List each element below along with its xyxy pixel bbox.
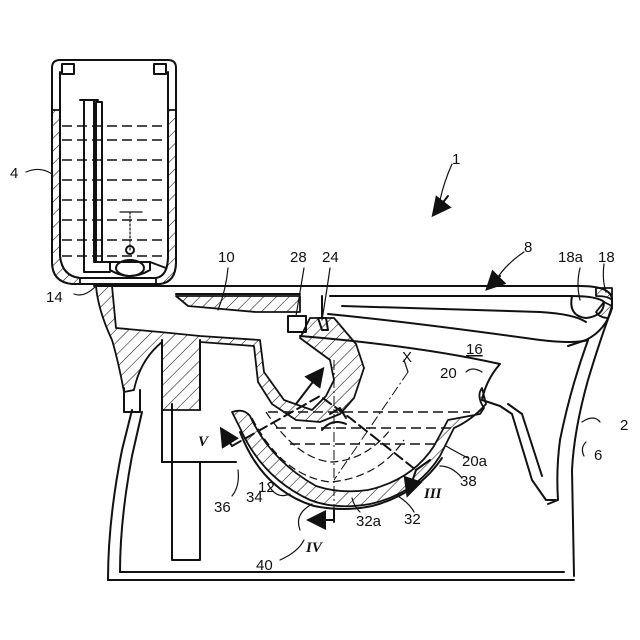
label-34: 34 xyxy=(246,489,263,506)
label-2: 2 xyxy=(620,417,628,434)
trapway-hatched-section xyxy=(96,286,486,509)
label-6: 6 xyxy=(594,447,602,464)
label-18: 18 xyxy=(598,249,615,266)
section-mark-IV: IV xyxy=(305,540,324,556)
arrow-1 xyxy=(434,196,448,214)
label-20a: 20a xyxy=(462,453,488,470)
label-16: 16 xyxy=(466,341,483,358)
label-14: 14 xyxy=(46,289,63,306)
cistern-tank xyxy=(52,60,176,284)
section-mark-V: V xyxy=(198,434,210,450)
label-32: 32 xyxy=(404,511,421,528)
label-18a: 18a xyxy=(558,249,584,266)
label-24: 24 xyxy=(322,249,339,266)
label-8: 8 xyxy=(524,239,532,256)
label-28: 28 xyxy=(290,249,307,266)
label-40: 40 xyxy=(256,557,273,574)
label-36: 36 xyxy=(214,499,231,516)
label-1: 1 xyxy=(452,151,460,168)
label-32a: 32a xyxy=(356,513,382,530)
label-20: 20 xyxy=(440,365,457,382)
label-38: 38 xyxy=(460,473,477,490)
label-X: X xyxy=(402,349,412,366)
label-4: 4 xyxy=(10,165,18,182)
label-10: 10 xyxy=(218,249,235,266)
bowl-body xyxy=(94,286,612,580)
section-mark-III: III xyxy=(423,486,443,502)
